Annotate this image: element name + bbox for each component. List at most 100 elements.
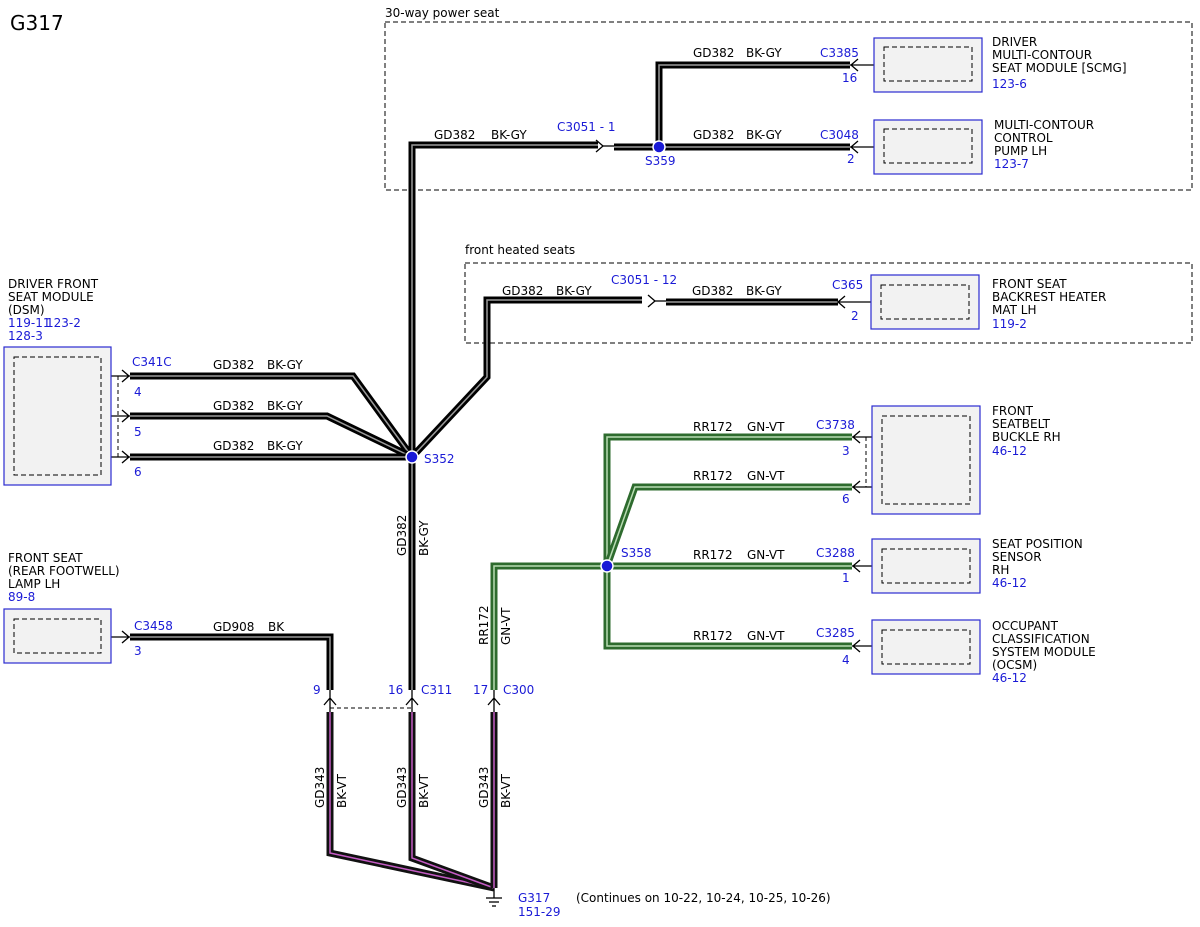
wire-label-gnvt: GN-VT bbox=[747, 548, 785, 562]
wire-label-gd382: GD382 bbox=[434, 128, 475, 142]
module-buckle-ref: 46-12 bbox=[992, 444, 1027, 458]
ground-continues-note: (Continues on 10-22, 10-24, 10-25, 10-26… bbox=[576, 891, 831, 905]
module-ocsm-name: OCCUPANT CLASSIFICATION SYSTEM MODULE (O… bbox=[992, 619, 1100, 672]
module-ocsm-inner bbox=[881, 629, 971, 665]
power-seat-frame-label: 30-way power seat bbox=[385, 6, 500, 20]
module-pump bbox=[873, 119, 983, 175]
wire-label-bkvt: BK-VT bbox=[499, 773, 513, 808]
diagram-title: G317 bbox=[10, 11, 64, 35]
module-ocsm bbox=[871, 619, 981, 675]
connector-c3738: C3738 bbox=[816, 418, 855, 432]
splice-s358-label: S358 bbox=[621, 546, 652, 560]
wire-label-rr172: RR172 bbox=[693, 548, 733, 562]
module-scmg-inner bbox=[883, 46, 973, 82]
pin-c300-17: 17 bbox=[473, 683, 488, 697]
wire-label-gd382: GD382 bbox=[213, 439, 254, 453]
wire-label-bkgy: BK-GY bbox=[746, 128, 782, 142]
pin-c3285: 4 bbox=[842, 653, 850, 667]
wire-label-gnvt: GN-VT bbox=[499, 607, 513, 645]
wire-label-bkgy: BK-GY bbox=[267, 439, 303, 453]
wire-label-gd382: GD382 bbox=[213, 358, 254, 372]
module-ocsm-ref: 46-12 bbox=[992, 671, 1027, 685]
splice-s359-label: S359 bbox=[645, 154, 676, 168]
module-heater-inner bbox=[880, 284, 970, 320]
module-heater-ref: 119-2 bbox=[992, 317, 1027, 331]
wire-label-bkgy: BK-GY bbox=[491, 128, 527, 142]
module-pump-name: MULTI-CONTOUR CONTROL PUMP LH bbox=[994, 118, 1098, 158]
module-position-sensor-ref: 46-12 bbox=[992, 576, 1027, 590]
wire-label-gd382: GD382 bbox=[502, 284, 543, 298]
wire-label-gd343: GD343 bbox=[395, 767, 409, 808]
wire-label-gd382: GD382 bbox=[693, 46, 734, 60]
module-buckle-inner bbox=[881, 415, 971, 505]
connector-c365: C365 bbox=[832, 278, 863, 292]
connector-c3288: C3288 bbox=[816, 546, 855, 560]
pin-c3048: 2 bbox=[847, 152, 855, 166]
module-lamp bbox=[3, 608, 112, 664]
module-pump-ref: 123-7 bbox=[994, 157, 1029, 171]
wire-label-gnvt: GN-VT bbox=[747, 420, 785, 434]
connector-c3385: C3385 bbox=[820, 46, 859, 60]
ground-ref: 151-29 bbox=[518, 905, 561, 919]
wire-label-gd908: GD908 bbox=[213, 620, 254, 634]
connector-c3285: C3285 bbox=[816, 626, 855, 640]
gn-vt-wires bbox=[490, 433, 852, 690]
module-dsm-ref2: 123-2 bbox=[46, 316, 81, 330]
splice-s358 bbox=[600, 559, 614, 573]
splice-s352 bbox=[405, 450, 419, 464]
power-seat-frame bbox=[384, 21, 1193, 191]
wire-label-bk: BK bbox=[268, 620, 285, 634]
wire-label-gnvt: GN-VT bbox=[747, 629, 785, 643]
splice-s352-label: S352 bbox=[424, 452, 455, 466]
ground-symbol-icon bbox=[486, 888, 502, 907]
connector-c300: C300 bbox=[503, 683, 534, 697]
wire-label-bkgy: BK-GY bbox=[746, 46, 782, 60]
pin-c3458: 3 bbox=[134, 644, 142, 658]
bk-vt-wires bbox=[326, 712, 498, 892]
module-scmg-ref: 123-6 bbox=[992, 77, 1027, 91]
bk-gy-wires bbox=[130, 61, 850, 690]
connector-c3051-12: C3051 - 12 bbox=[611, 273, 677, 287]
connector-arrows bbox=[100, 58, 882, 712]
wire-label-gd343: GD343 bbox=[477, 767, 491, 808]
splice-s359 bbox=[652, 140, 666, 154]
module-buckle bbox=[871, 405, 981, 515]
connector-c341c: C341C bbox=[132, 355, 172, 369]
heated-seats-frame-label: front heated seats bbox=[465, 243, 575, 257]
wire-label-gd343: GD343 bbox=[313, 767, 327, 808]
module-heater-name: FRONT SEAT BACKREST HEATER MAT LH bbox=[992, 277, 1110, 317]
module-pump-inner bbox=[883, 128, 973, 164]
module-lamp-name: FRONT SEAT (REAR FOOTWELL) LAMP LH bbox=[8, 551, 123, 591]
module-lamp-ref: 89-8 bbox=[8, 590, 35, 604]
wire-label-gd382: GD382 bbox=[692, 284, 733, 298]
module-lamp-inner bbox=[13, 618, 102, 654]
connector-c311: C311 bbox=[421, 683, 452, 697]
pin-c341c-5: 5 bbox=[134, 425, 142, 439]
module-position-sensor-inner bbox=[881, 548, 971, 584]
module-dsm bbox=[3, 346, 112, 486]
wire-labels: GD382 BK-GY GD382 BK-GY GD382 BK-GY GD38… bbox=[213, 46, 785, 808]
pin-c365: 2 bbox=[851, 309, 859, 323]
module-buckle-name: FRONT SEATBELT BUCKLE RH bbox=[992, 404, 1061, 444]
wire-label-rr172: RR172 bbox=[477, 605, 491, 645]
wire-label-rr172: RR172 bbox=[693, 469, 733, 483]
module-dsm-inner bbox=[13, 356, 102, 476]
pin-c341c-4: 4 bbox=[134, 385, 142, 399]
module-heater bbox=[870, 274, 980, 330]
heated-seats-frame bbox=[464, 262, 1193, 344]
connector-c3048: C3048 bbox=[820, 128, 859, 142]
wire-label-bkgy: BK-GY bbox=[267, 399, 303, 413]
wire-label-bkvt: BK-VT bbox=[417, 773, 431, 808]
wire-label-bkgy: BK-GY bbox=[556, 284, 592, 298]
wire-label-gd382: GD382 bbox=[213, 399, 254, 413]
module-dsm-name: DRIVER FRONT SEAT MODULE (DSM) bbox=[8, 277, 102, 317]
pin-c311-9: 9 bbox=[313, 683, 321, 697]
pin-c3288: 1 bbox=[842, 571, 850, 585]
module-dsm-ref3: 128-3 bbox=[8, 329, 43, 343]
wire-label-rr172: RR172 bbox=[693, 629, 733, 643]
connector-c3051-1: C3051 - 1 bbox=[557, 120, 616, 134]
wire-label-gnvt: GN-VT bbox=[747, 469, 785, 483]
wire-label-bkvt: BK-VT bbox=[335, 773, 349, 808]
connector-c3458: C3458 bbox=[134, 619, 173, 633]
wire-label-bkgy: BK-GY bbox=[417, 520, 431, 556]
